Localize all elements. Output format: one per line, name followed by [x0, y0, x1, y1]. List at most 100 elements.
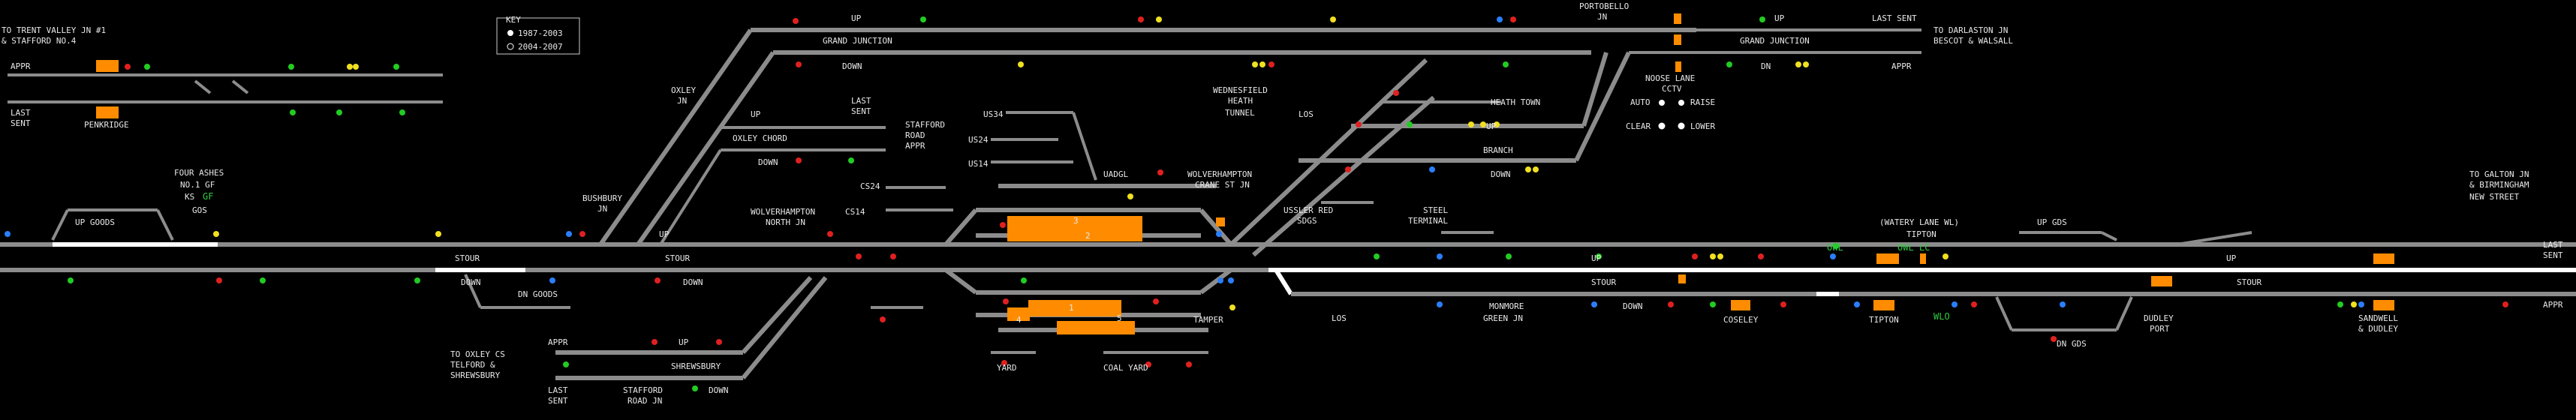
signal-red[interactable] — [1356, 122, 1362, 128]
signal-blue[interactable] — [1217, 278, 1223, 284]
signal-red[interactable] — [2051, 336, 2057, 342]
signal-yellow[interactable] — [1229, 304, 1235, 310]
signal-red[interactable] — [1668, 302, 1674, 308]
signal-green[interactable] — [1833, 243, 1839, 249]
signal-blue[interactable] — [549, 278, 555, 284]
signal-green[interactable] — [1759, 16, 1765, 22]
signal-yellow[interactable] — [1795, 62, 1801, 68]
signal-green[interactable] — [692, 386, 698, 392]
signal-blue[interactable] — [1437, 302, 1443, 308]
signal-blue[interactable] — [1228, 278, 1234, 284]
signal-red[interactable] — [1758, 254, 1764, 260]
signal-red[interactable] — [1138, 16, 1144, 22]
signal-green[interactable] — [288, 64, 294, 70]
signal-yellow[interactable] — [1533, 166, 1539, 172]
signal-red[interactable] — [1268, 62, 1274, 68]
signal-yellow[interactable] — [1156, 16, 1162, 22]
signal-blue[interactable] — [1854, 302, 1860, 308]
signal-green[interactable] — [1503, 62, 1509, 68]
signal-yellow[interactable] — [353, 64, 359, 70]
clear-indicator[interactable] — [1658, 122, 1666, 130]
signal-yellow[interactable] — [1717, 254, 1723, 260]
signal-yellow[interactable] — [1480, 122, 1486, 128]
signal-yellow[interactable] — [1259, 62, 1265, 68]
signal-yellow[interactable] — [1252, 62, 1258, 68]
signal-green[interactable] — [1710, 302, 1716, 308]
signal-red[interactable] — [1145, 362, 1151, 368]
signal-blue[interactable] — [566, 231, 572, 237]
signal-red[interactable] — [655, 278, 661, 284]
signal-red[interactable] — [2502, 302, 2508, 308]
signal-red[interactable] — [652, 339, 658, 345]
signal-red[interactable] — [1186, 362, 1192, 368]
signal-green[interactable] — [414, 278, 420, 284]
signal-green[interactable] — [1374, 254, 1380, 260]
signal-green[interactable] — [1021, 278, 1027, 284]
signal-green[interactable] — [1407, 122, 1413, 128]
signal-green[interactable] — [260, 278, 266, 284]
signal-red[interactable] — [1000, 222, 1006, 228]
auto-indicator[interactable] — [1659, 100, 1665, 106]
signal-yellow[interactable] — [1468, 122, 1474, 128]
signal-yellow[interactable] — [1330, 16, 1336, 22]
signal-red[interactable] — [793, 18, 799, 24]
signal-red[interactable] — [125, 64, 131, 70]
signal-blue[interactable] — [1497, 16, 1503, 22]
signal-yellow[interactable] — [1943, 254, 1949, 260]
signal-green[interactable] — [290, 110, 296, 116]
signal-red[interactable] — [1971, 302, 1977, 308]
signal-red[interactable] — [216, 278, 222, 284]
signal-red[interactable] — [880, 316, 886, 322]
signal-blue[interactable] — [2358, 302, 2364, 308]
signal-red[interactable] — [716, 339, 722, 345]
signal-green[interactable] — [1506, 254, 1512, 260]
signal-green[interactable] — [399, 110, 405, 116]
signal-red[interactable] — [1510, 16, 1516, 22]
signal-blue[interactable] — [1429, 166, 1435, 172]
signal-yellow[interactable] — [435, 231, 441, 237]
signal-red[interactable] — [1345, 166, 1351, 172]
signal-green[interactable] — [563, 362, 569, 368]
signal-green[interactable] — [336, 110, 342, 116]
signal-red[interactable] — [827, 231, 833, 237]
signal-red[interactable] — [856, 254, 862, 260]
signal-green[interactable] — [920, 16, 926, 22]
raise-indicator[interactable] — [1678, 100, 1684, 106]
signal-green[interactable] — [144, 64, 150, 70]
signal-yellow[interactable] — [2351, 302, 2357, 308]
signal-green[interactable] — [848, 158, 854, 164]
signal-red[interactable] — [1692, 254, 1698, 260]
signal-red[interactable] — [1001, 360, 1007, 366]
signal-blue[interactable] — [1437, 254, 1443, 260]
signal-green[interactable] — [2337, 302, 2343, 308]
signal-yellow[interactable] — [213, 231, 219, 237]
signal-blue[interactable] — [1216, 231, 1222, 237]
signal-green[interactable] — [1596, 254, 1602, 260]
signal-blue[interactable] — [1952, 302, 1958, 308]
signal-yellow[interactable] — [1525, 166, 1531, 172]
signal-yellow[interactable] — [1127, 194, 1133, 200]
signal-yellow[interactable] — [1018, 62, 1024, 68]
signal-red[interactable] — [890, 254, 896, 260]
signal-blue[interactable] — [1591, 302, 1597, 308]
signal-red[interactable] — [579, 231, 585, 237]
signal-green[interactable] — [68, 278, 74, 284]
signal-yellow[interactable] — [1494, 122, 1500, 128]
signal-green[interactable] — [393, 64, 399, 70]
signal-red[interactable] — [1393, 90, 1399, 96]
signal-red[interactable] — [1157, 170, 1163, 176]
signal-blue[interactable] — [1830, 254, 1836, 260]
signal-green[interactable] — [1726, 62, 1732, 68]
signal-red[interactable] — [796, 62, 802, 68]
lower-indicator[interactable] — [1678, 122, 1685, 130]
signal-blue[interactable] — [5, 231, 11, 237]
signal-red[interactable] — [1003, 298, 1009, 304]
signal-yellow[interactable] — [1803, 62, 1809, 68]
signal-red[interactable] — [796, 158, 802, 164]
signal-blue[interactable] — [2060, 302, 2066, 308]
coseley-label: COSELEY — [1723, 315, 1759, 325]
signal-red[interactable] — [1780, 302, 1786, 308]
signal-yellow[interactable] — [347, 64, 353, 70]
signal-red[interactable] — [1153, 298, 1159, 304]
signal-yellow[interactable] — [1710, 254, 1716, 260]
